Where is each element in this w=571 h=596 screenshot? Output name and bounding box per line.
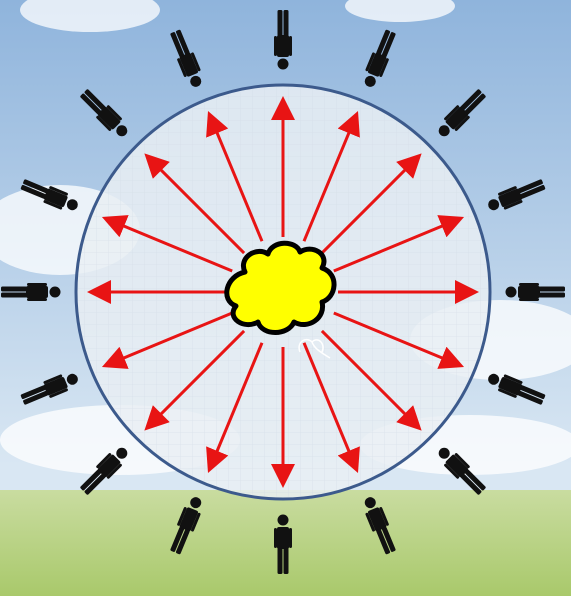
arrow-10 <box>206 342 264 474</box>
arrow-6 <box>333 311 465 369</box>
arrow-15 <box>144 153 246 255</box>
smoke-wisp <box>298 338 331 359</box>
arrow-3 <box>320 153 422 255</box>
radiating-arrows <box>87 96 479 488</box>
arrow-2 <box>302 110 360 242</box>
arrow-12 <box>101 311 233 369</box>
arrow-4 <box>333 215 465 273</box>
arrow-16 <box>206 110 264 242</box>
center-blob <box>224 240 337 335</box>
arrow-7 <box>320 329 422 431</box>
arrow-14 <box>101 215 233 273</box>
arrow-11 <box>144 329 246 431</box>
arrow-8 <box>302 342 360 474</box>
